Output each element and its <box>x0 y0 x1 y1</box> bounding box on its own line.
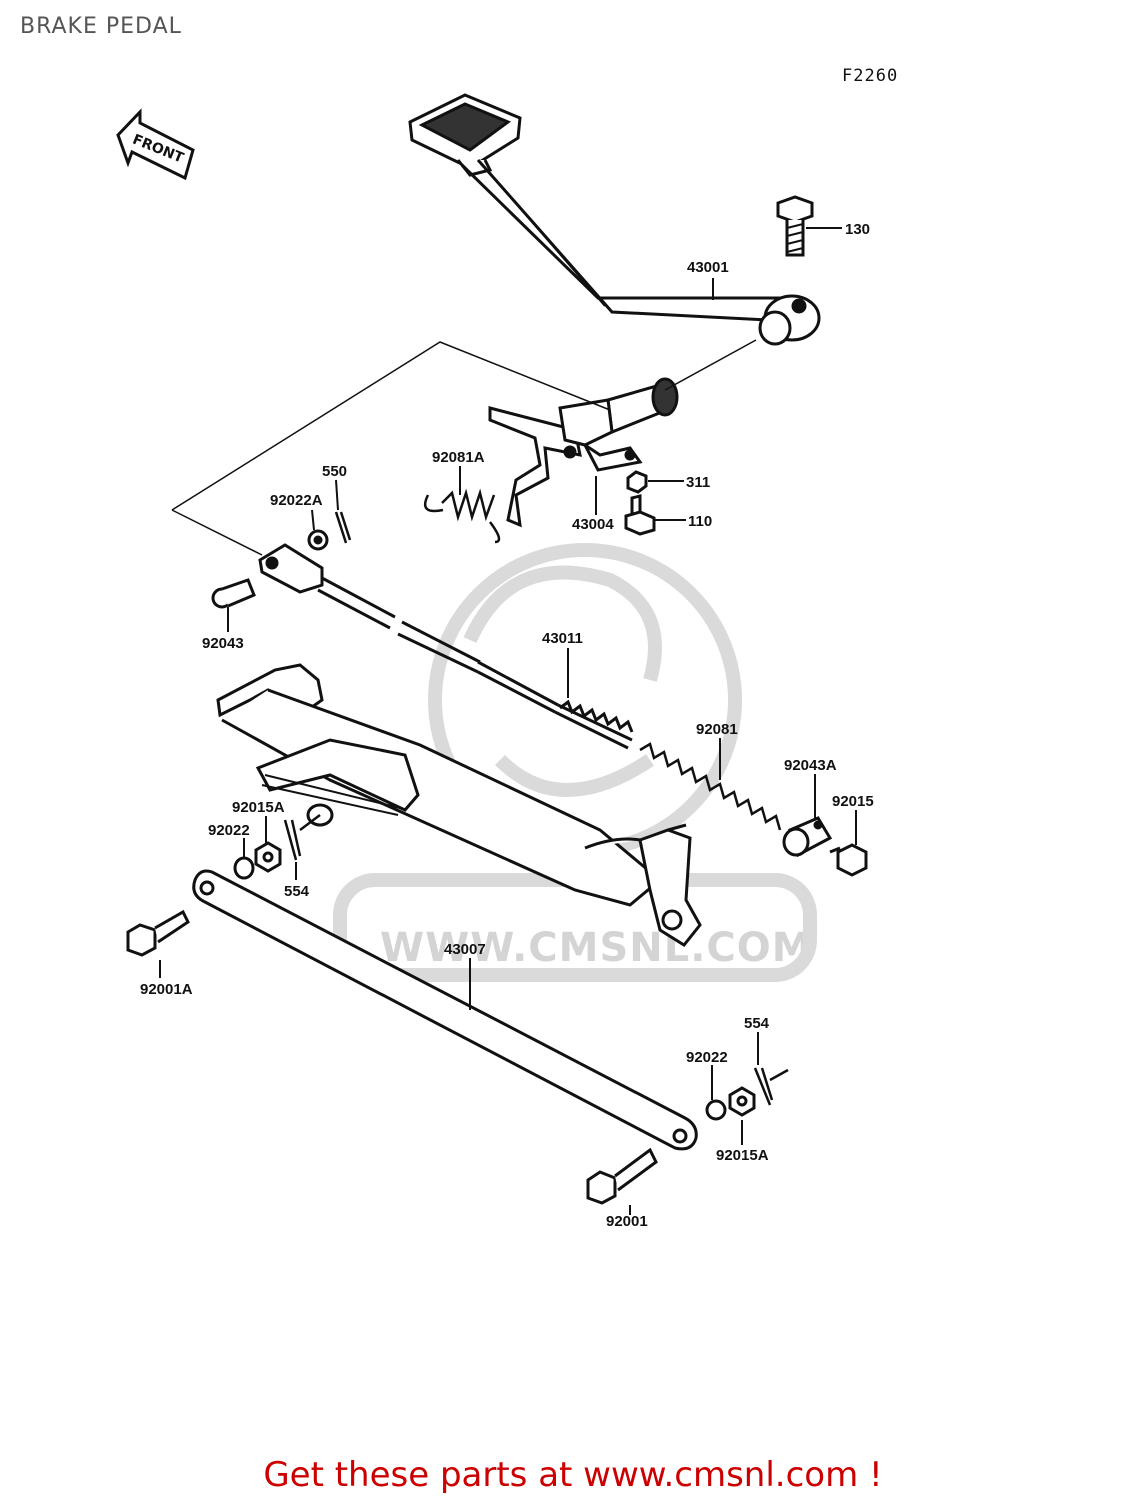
part-label: 92001A <box>140 981 193 998</box>
cotter-pin-550 <box>334 511 352 544</box>
spring-92081a <box>423 488 501 544</box>
part-labels: 130 43001 92081A 550 92022A 311 43004 11… <box>140 221 874 1230</box>
clevis-pin-92043 <box>211 578 256 609</box>
washer-92022-right <box>705 1099 727 1121</box>
footer-link[interactable]: Get these parts at www.cmsnl.com ! <box>263 1455 883 1495</box>
clevis <box>258 543 324 594</box>
nut-92015 <box>829 843 868 877</box>
swingarm <box>216 663 663 907</box>
part-label: 554 <box>744 1015 770 1032</box>
part-label: 92022 <box>208 822 250 839</box>
nut-92015a-left <box>254 841 282 873</box>
part-label: 92043 <box>202 635 244 652</box>
part-label: 43007 <box>444 941 486 958</box>
cotter-pin-554-left <box>283 814 321 861</box>
brake-lever <box>584 823 702 947</box>
brake-rod <box>317 576 634 750</box>
nut-92015a-right <box>728 1086 756 1117</box>
part-label: 92001 <box>606 1213 648 1230</box>
pivot-shaft <box>488 377 679 528</box>
part-label: 92015A <box>232 799 285 816</box>
part-label: 92022 <box>686 1049 728 1066</box>
part-label: 92043A <box>784 757 837 774</box>
tension-rod <box>192 869 698 1151</box>
parts-diagram: FRONT <box>116 93 874 1230</box>
front-arrow-icon: FRONT <box>116 108 195 181</box>
part-label: 43001 <box>687 259 729 276</box>
reference-lines <box>171 339 757 556</box>
leader-lines <box>159 227 857 1215</box>
washer-92022-left <box>233 856 255 880</box>
watermark-text: WWW.CMSNL.COM <box>380 925 813 971</box>
part-label: 92022A <box>270 492 323 509</box>
part-label: 92081A <box>432 449 485 466</box>
part-label: 554 <box>284 883 310 900</box>
bolt-130 <box>776 195 814 257</box>
joint-92043a <box>782 816 833 858</box>
cotter-pin-554-right <box>753 1067 789 1106</box>
part-label: 92081 <box>696 721 738 738</box>
part-label: 92015A <box>716 1147 769 1164</box>
figure-code: F2260 <box>842 66 899 86</box>
part-label: 311 <box>686 474 710 491</box>
bolt-92001a <box>126 909 190 957</box>
brake-pedal-pad <box>408 93 522 177</box>
spring-92081 <box>639 742 782 831</box>
part-label: 130 <box>845 221 870 238</box>
part-label: 92015 <box>832 793 874 810</box>
bolt-110 <box>624 494 656 536</box>
part-label: 43011 <box>542 630 583 647</box>
bolt-92001 <box>586 1147 658 1205</box>
nut-311 <box>626 470 648 494</box>
part-label: 110 <box>688 513 712 530</box>
pedal-arm <box>460 159 821 346</box>
page-title: BRAKE PEDAL <box>20 14 182 39</box>
washer-92022a <box>307 529 329 551</box>
part-label: 550 <box>322 463 347 480</box>
part-label: 43004 <box>572 516 614 533</box>
